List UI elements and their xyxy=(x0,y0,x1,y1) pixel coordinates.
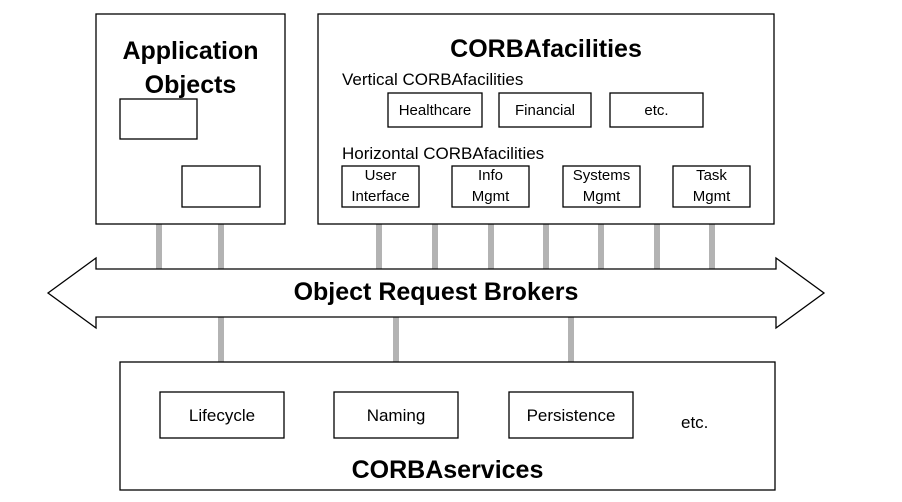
connector-task-mgmt xyxy=(709,207,715,269)
persistence-label: Persistence xyxy=(526,406,616,425)
connector-app-object-2 xyxy=(218,207,224,269)
connector-lifecycle xyxy=(218,317,224,392)
application-object-box-1 xyxy=(119,98,198,140)
connector-naming xyxy=(393,317,399,392)
etc-vertical-box xyxy=(609,92,704,128)
object-request-brokers-label: Object Request Brokers xyxy=(293,278,579,306)
etc-vertical-label: etc. xyxy=(644,102,669,119)
connector-persistence xyxy=(568,317,574,392)
connector-systems-mgmt xyxy=(598,207,604,269)
horizontal-corbafacilities-label: Horizontal CORBAfacilities xyxy=(342,144,545,163)
naming-box xyxy=(333,391,459,439)
corbaservices-etc-label: etc. xyxy=(681,413,709,432)
persistence-box xyxy=(508,391,634,439)
systems-mgmt-box xyxy=(562,165,641,208)
systems-mgmt-label-line1: Systems xyxy=(572,167,631,184)
connector-user-interface xyxy=(376,207,382,269)
financial-label: Financial xyxy=(514,102,576,119)
corbaservices-title: CORBAservices xyxy=(351,456,544,484)
lifecycle-box xyxy=(159,391,285,439)
task-mgmt-box xyxy=(672,165,751,208)
systems-mgmt-label-line2: Mgmt xyxy=(582,188,621,205)
application-object-box-2 xyxy=(181,165,261,208)
lifecycle-label: Lifecycle xyxy=(188,406,256,425)
application-objects-title-line2: Objects xyxy=(144,71,237,99)
financial-box xyxy=(498,92,592,128)
user-interface-label-line1: User xyxy=(364,167,397,184)
info-mgmt-label-line1: Info xyxy=(477,167,504,184)
user-interface-label-line2: Interface xyxy=(351,188,410,205)
user-interface-box xyxy=(341,165,420,208)
naming-label: Naming xyxy=(366,406,426,425)
healthcare-label: Healthcare xyxy=(398,102,472,119)
object-request-brokers-arrow xyxy=(46,256,826,330)
healthcare-box xyxy=(387,92,483,128)
task-mgmt-label-line1: Task xyxy=(696,167,727,184)
connector-info-mgmt xyxy=(488,207,494,269)
task-mgmt-label-line2: Mgmt xyxy=(692,188,731,205)
info-mgmt-box xyxy=(451,165,530,208)
vertical-corbafacilities-label: Vertical CORBAfacilities xyxy=(342,70,524,89)
corbafacilities-title: CORBAfacilities xyxy=(450,35,642,63)
application-objects-title-line1: Application xyxy=(122,37,259,65)
info-mgmt-label-line2: Mgmt xyxy=(471,188,510,205)
